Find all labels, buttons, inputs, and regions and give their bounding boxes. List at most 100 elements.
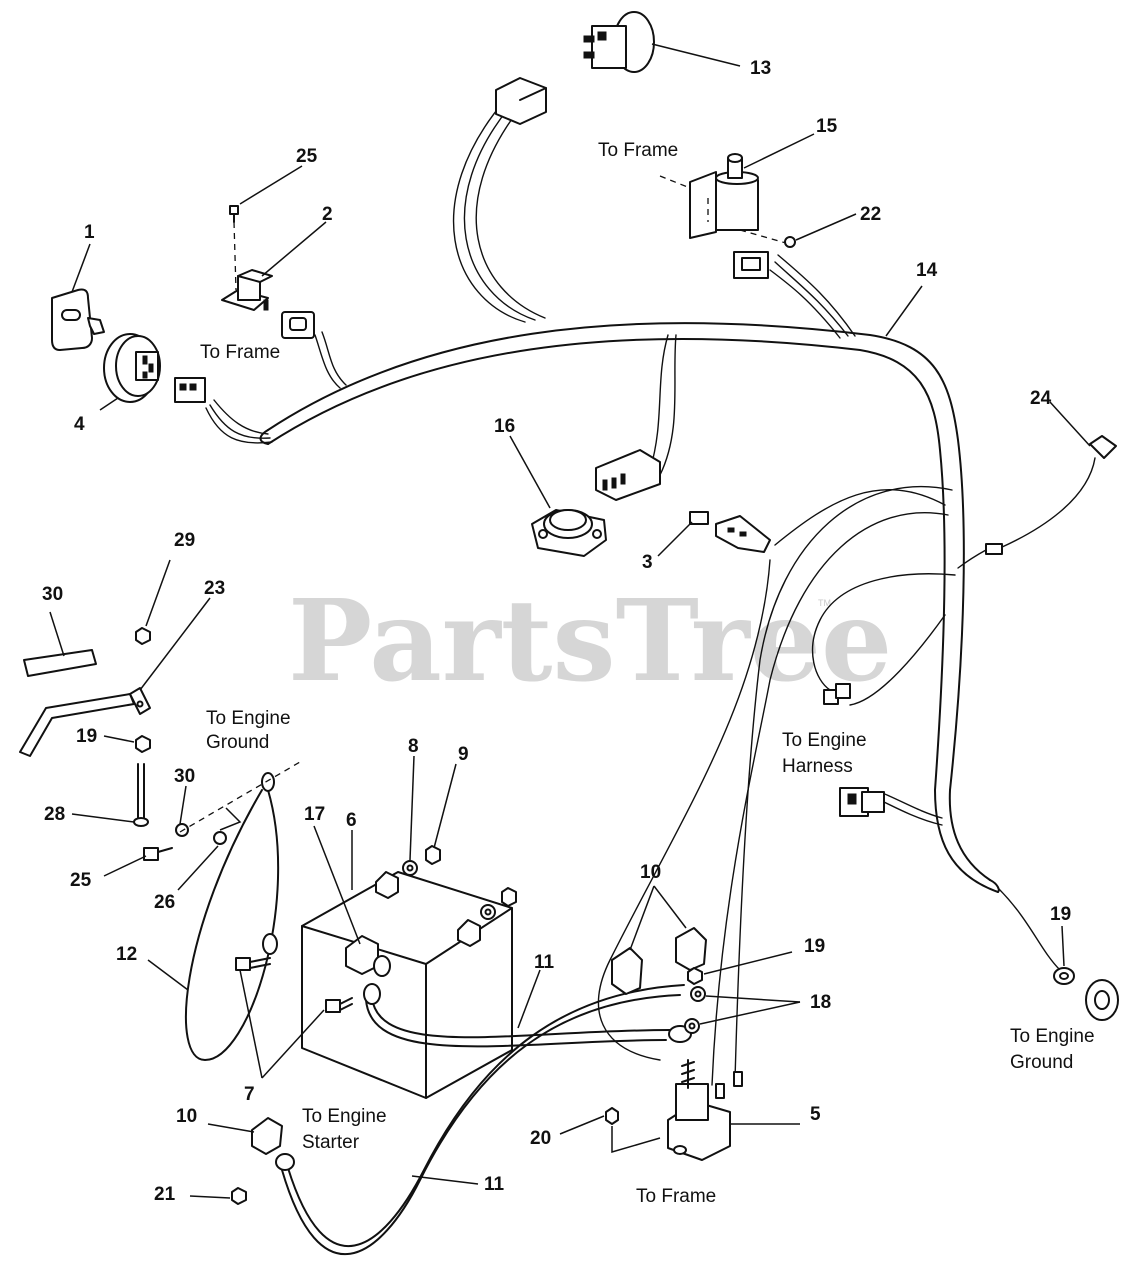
callout-19-bracket: 19	[76, 726, 97, 747]
switch-13[interactable]	[583, 11, 655, 73]
screw-25-relay[interactable]	[229, 205, 239, 223]
connector-24[interactable]	[957, 435, 1117, 569]
callout-10-lower: 10	[176, 1106, 197, 1127]
relay-mount-line	[233, 221, 237, 291]
callout-9: 9	[458, 744, 469, 765]
note-engine-harness-2: Harness	[782, 756, 853, 777]
note-engine-ground-left-1: To Engine	[206, 708, 291, 729]
callout-28: 28	[44, 804, 65, 825]
grommet[interactable]	[1085, 979, 1119, 1021]
nut-9[interactable]	[425, 845, 441, 865]
washer-right[interactable]	[480, 904, 496, 920]
seat-switch-plug[interactable]	[733, 251, 769, 279]
nut-21[interactable]	[231, 1187, 247, 1205]
nut-19-bracket[interactable]	[135, 735, 151, 753]
watermark-trademark: TM	[818, 598, 831, 608]
callout-7: 7	[244, 1084, 255, 1105]
terminal-boot-17[interactable]	[345, 935, 391, 977]
callout-18: 18	[810, 992, 831, 1013]
solenoid-mount-line	[611, 1126, 661, 1153]
leader-lines	[49, 43, 1091, 1199]
boot-10-upper-right[interactable]	[675, 927, 707, 971]
washer-8[interactable]	[402, 860, 418, 876]
ground-cable-12[interactable]	[184, 772, 280, 1061]
rod-28[interactable]	[133, 763, 149, 827]
ground-ring-terminal[interactable]	[1053, 967, 1075, 985]
battery-terminal-left[interactable]	[375, 871, 399, 899]
callout-5: 5	[810, 1104, 821, 1125]
callout-25-ground: 25	[70, 870, 92, 891]
callout-19-solenoid: 19	[804, 936, 825, 957]
connector-3[interactable]	[689, 511, 771, 553]
callout-29: 29	[174, 530, 195, 551]
nut-right[interactable]	[501, 887, 517, 907]
battery-6[interactable]	[301, 871, 513, 1099]
callout-22: 22	[860, 204, 881, 225]
note-engine-ground-right-2: Ground	[1010, 1052, 1073, 1073]
screw-25-ground[interactable]	[143, 847, 173, 861]
note-to-frame-top: To Frame	[598, 140, 678, 161]
washer-26-mount-line	[219, 807, 242, 831]
callout-20: 20	[530, 1128, 551, 1149]
callout-23: 23	[204, 578, 225, 599]
note-engine-harness-1: To Engine	[782, 730, 867, 751]
washer-30[interactable]	[175, 823, 189, 837]
wires-to-seat-switch	[769, 254, 856, 339]
wires-to-ignition	[205, 399, 273, 444]
callout-11-upper: 11	[534, 952, 555, 973]
note-to-frame-bottom: To Frame	[636, 1186, 716, 1207]
starter-solenoid-5[interactable]	[667, 1059, 743, 1161]
center-harness-plug[interactable]	[595, 449, 661, 501]
screw-22[interactable]	[784, 236, 796, 248]
starter-cable-11[interactable]	[275, 984, 685, 1256]
battery-terminal-right[interactable]	[457, 919, 481, 947]
boot-10-upper-left[interactable]	[611, 947, 643, 995]
callout-3: 3	[642, 552, 653, 573]
callout-8: 8	[408, 736, 419, 757]
engine-ground-line	[179, 761, 301, 833]
washer-26[interactable]	[213, 831, 227, 845]
top-harness-connector[interactable]	[495, 77, 547, 125]
callout-30-strip: 30	[42, 584, 63, 605]
note-engine-starter-1: To Engine	[302, 1106, 387, 1127]
callout-14: 14	[916, 260, 938, 281]
callout-26: 26	[154, 892, 175, 913]
ignition-switch-4[interactable]	[103, 333, 161, 403]
boot-10-lower[interactable]	[251, 1117, 283, 1155]
wires-to-relay	[314, 331, 347, 389]
engine-harness-terminals[interactable]	[823, 683, 851, 705]
washers-18[interactable]	[684, 986, 706, 1034]
screw-20[interactable]	[605, 1107, 619, 1125]
wires-to-engine-harness	[812, 573, 956, 826]
callout-21: 21	[154, 1184, 176, 1205]
callout-2: 2	[322, 204, 333, 225]
insulator-strip-30[interactable]	[23, 649, 97, 677]
ignition-plug[interactable]	[174, 377, 206, 403]
callout-10-upper: 10	[640, 862, 661, 883]
callout-15: 15	[816, 116, 838, 137]
callout-16: 16	[494, 416, 515, 437]
note-engine-starter-2: Starter	[302, 1132, 360, 1153]
relay-harness-plug[interactable]	[281, 311, 315, 339]
note-to-frame-left: To Frame	[200, 342, 280, 363]
engine-harness-plug[interactable]	[839, 787, 885, 817]
main-harness-14[interactable]	[259, 322, 1000, 893]
seat-switch-15[interactable]	[689, 153, 759, 239]
nut-29[interactable]	[135, 627, 151, 645]
bracket-23[interactable]	[19, 687, 151, 757]
bolt-7-lower[interactable]	[325, 997, 353, 1013]
nut-19-solenoid[interactable]	[687, 967, 703, 985]
callout-13: 13	[750, 58, 771, 79]
circuit-breaker-16[interactable]	[531, 509, 607, 557]
callout-19-ground: 19	[1050, 904, 1071, 925]
callout-17: 17	[304, 804, 325, 825]
callout-1: 1	[84, 222, 95, 243]
note-engine-ground-right-1: To Engine	[1010, 1026, 1095, 1047]
callout-24: 24	[1030, 388, 1052, 409]
relay-2[interactable]	[221, 269, 273, 311]
watermark: PartsTree	[288, 576, 892, 707]
callout-25-relay: 25	[296, 146, 318, 167]
ignition-key-1[interactable]	[51, 288, 105, 351]
